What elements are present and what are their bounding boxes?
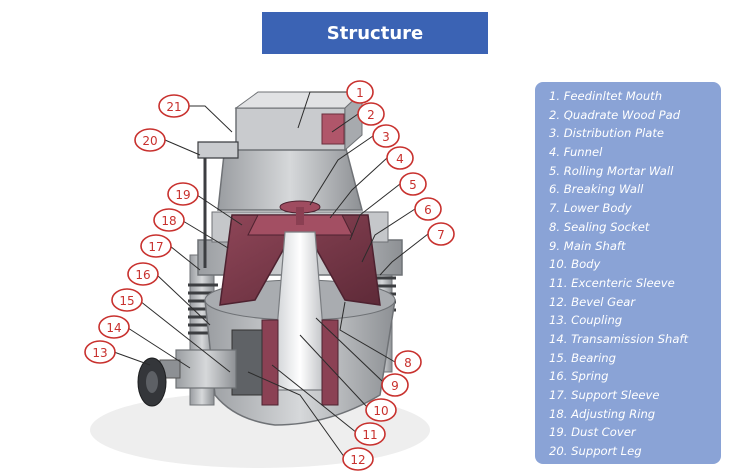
legend-item: 5. Rolling Mortar Wall xyxy=(549,163,674,178)
legend-item: 3. Distribution Plate xyxy=(549,126,665,141)
callout-2: 2 xyxy=(357,102,385,126)
legend-item: 19. Dust Cover xyxy=(549,425,636,440)
legend-list: 1. Feedinltet Mouth 2. Quadrate Wood Pad… xyxy=(549,87,721,461)
callout-19: 19 xyxy=(167,182,199,206)
crusher-diagram: 1 2 3 4 5 6 7 8 9 10 11 12 13 14 15 16 1… xyxy=(84,80,455,471)
coupling xyxy=(137,357,167,407)
callout-13: 13 xyxy=(84,340,116,364)
title-banner: Structure xyxy=(262,12,488,54)
svg-text:18: 18 xyxy=(161,214,176,228)
svg-text:4: 4 xyxy=(396,152,404,166)
callout-17: 17 xyxy=(140,234,172,258)
svg-text:5: 5 xyxy=(409,178,417,192)
legend-item: 20. Support Leg xyxy=(549,444,642,459)
svg-text:12: 12 xyxy=(350,453,365,467)
upper-housing xyxy=(217,90,364,211)
legend-item: 14. Transamission Shaft xyxy=(549,331,689,346)
svg-text:17: 17 xyxy=(148,240,163,254)
distribution-plate xyxy=(279,200,321,225)
callout-6: 6 xyxy=(414,197,442,221)
legend-item: 13. Coupling xyxy=(549,313,623,328)
wood-pad xyxy=(321,113,345,145)
svg-text:1: 1 xyxy=(356,86,364,100)
svg-text:16: 16 xyxy=(135,268,150,282)
svg-text:19: 19 xyxy=(175,188,190,202)
callout-1: 1 xyxy=(346,80,374,104)
callout-18: 18 xyxy=(153,208,185,232)
svg-text:7: 7 xyxy=(437,228,445,242)
legend-item: 6. Breaking Wall xyxy=(549,182,644,197)
callout-12: 12 xyxy=(342,447,374,471)
callout-5: 5 xyxy=(399,172,427,196)
legend-panel: 1. Feedinltet Mouth 2. Quadrate Wood Pad… xyxy=(535,82,721,464)
svg-text:15: 15 xyxy=(119,294,134,308)
legend-item: 10. Body xyxy=(549,257,601,272)
svg-text:14: 14 xyxy=(106,321,121,335)
feed-support-frame xyxy=(197,141,239,268)
leader-lines xyxy=(113,91,429,459)
callout-21: 21 xyxy=(158,94,190,118)
legend-item: 2. Quadrate Wood Pad xyxy=(549,107,681,122)
spring-left xyxy=(188,283,218,335)
eccentric-sleeve xyxy=(261,319,339,406)
callout-16: 16 xyxy=(127,262,159,286)
legend-item: 1. Feedinltet Mouth xyxy=(549,89,663,103)
legend-item: 9. Main Shaft xyxy=(549,238,626,253)
callout-8: 8 xyxy=(394,350,422,374)
legend-item: 8. Sealing Socket xyxy=(549,219,650,234)
callout-3: 3 xyxy=(372,124,400,148)
callout-15: 15 xyxy=(111,288,143,312)
svg-text:10: 10 xyxy=(373,404,388,418)
callout-4: 4 xyxy=(386,146,414,170)
legend-item: 15. Bearing xyxy=(549,350,617,365)
callout-9: 9 xyxy=(381,373,409,397)
svg-text:6: 6 xyxy=(424,203,432,217)
legend-item: 18. Adjusting Ring xyxy=(549,406,656,421)
svg-text:13: 13 xyxy=(92,346,107,360)
callout-11: 11 xyxy=(354,422,386,446)
svg-text:8: 8 xyxy=(404,356,412,370)
legend-item: 4. Funnel xyxy=(549,145,603,160)
callout-14: 14 xyxy=(98,315,130,339)
svg-text:11: 11 xyxy=(362,428,377,442)
legend-item: 17. Support Sleeve xyxy=(549,388,660,402)
svg-text:2: 2 xyxy=(367,108,375,122)
svg-text:20: 20 xyxy=(142,134,157,148)
legend-item: 12. Bevel Gear xyxy=(549,294,636,309)
svg-text:21: 21 xyxy=(166,100,181,114)
callout-10: 10 xyxy=(365,398,397,422)
callout-20: 20 xyxy=(134,128,166,152)
svg-text:3: 3 xyxy=(382,130,390,144)
callout-labels: 1 2 3 4 5 6 7 8 9 10 11 12 13 14 15 16 1… xyxy=(84,80,455,471)
svg-text:9: 9 xyxy=(391,379,399,393)
callout-7: 7 xyxy=(427,222,455,246)
legend-item: 11. Excenteric Sleeve xyxy=(549,275,675,290)
page-title: Structure xyxy=(326,22,424,44)
legend-item: 7. Lower Body xyxy=(549,201,632,216)
legend-item: 16. Spring xyxy=(549,369,609,384)
